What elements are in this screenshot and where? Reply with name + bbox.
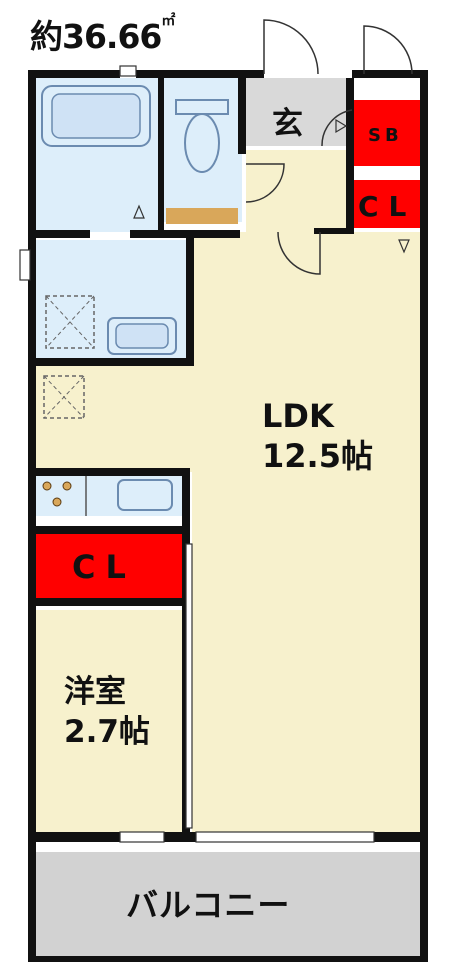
entrance-floor bbox=[246, 78, 352, 146]
wash-basin-inner bbox=[115, 323, 169, 349]
bathtub-inner bbox=[51, 93, 141, 139]
shoe-box bbox=[354, 100, 420, 166]
closet-main-label: CL bbox=[72, 548, 136, 586]
toilet-door-floor bbox=[166, 208, 238, 224]
toilet-tank bbox=[175, 99, 229, 115]
toilet-bowl bbox=[184, 113, 220, 173]
western-room-label: 洋室 2.7帖 bbox=[64, 674, 150, 750]
closet-entry bbox=[354, 180, 420, 228]
wm-x2 bbox=[45, 295, 95, 349]
washing-machine-space bbox=[45, 295, 95, 349]
shoe-box-label: SB bbox=[368, 125, 403, 146]
entry-floor bbox=[246, 150, 352, 232]
stove-burner-3 bbox=[52, 497, 62, 507]
ldk-label: LDK 12.5帖 bbox=[262, 397, 373, 475]
floor-area-title: 約36.66㎡ bbox=[30, 13, 175, 56]
western-room-floor bbox=[36, 610, 184, 832]
stove-burner-1 bbox=[42, 481, 52, 491]
corridor-floor bbox=[36, 364, 196, 472]
fridge-x2 bbox=[43, 375, 85, 419]
balcony-label: バルコニー bbox=[126, 886, 291, 924]
entrance-label: 玄 bbox=[272, 106, 303, 142]
closet-main bbox=[36, 534, 182, 598]
stove-burner-2 bbox=[62, 481, 72, 491]
door-swings bbox=[245, 19, 413, 275]
kitchen-sink bbox=[117, 479, 173, 511]
balcony-floor bbox=[36, 852, 420, 956]
ldk-floor bbox=[192, 232, 420, 832]
fridge-space bbox=[43, 375, 85, 419]
small-arrows bbox=[133, 118, 410, 254]
closet-entry-label: CL bbox=[358, 190, 417, 223]
windows bbox=[19, 65, 375, 843]
